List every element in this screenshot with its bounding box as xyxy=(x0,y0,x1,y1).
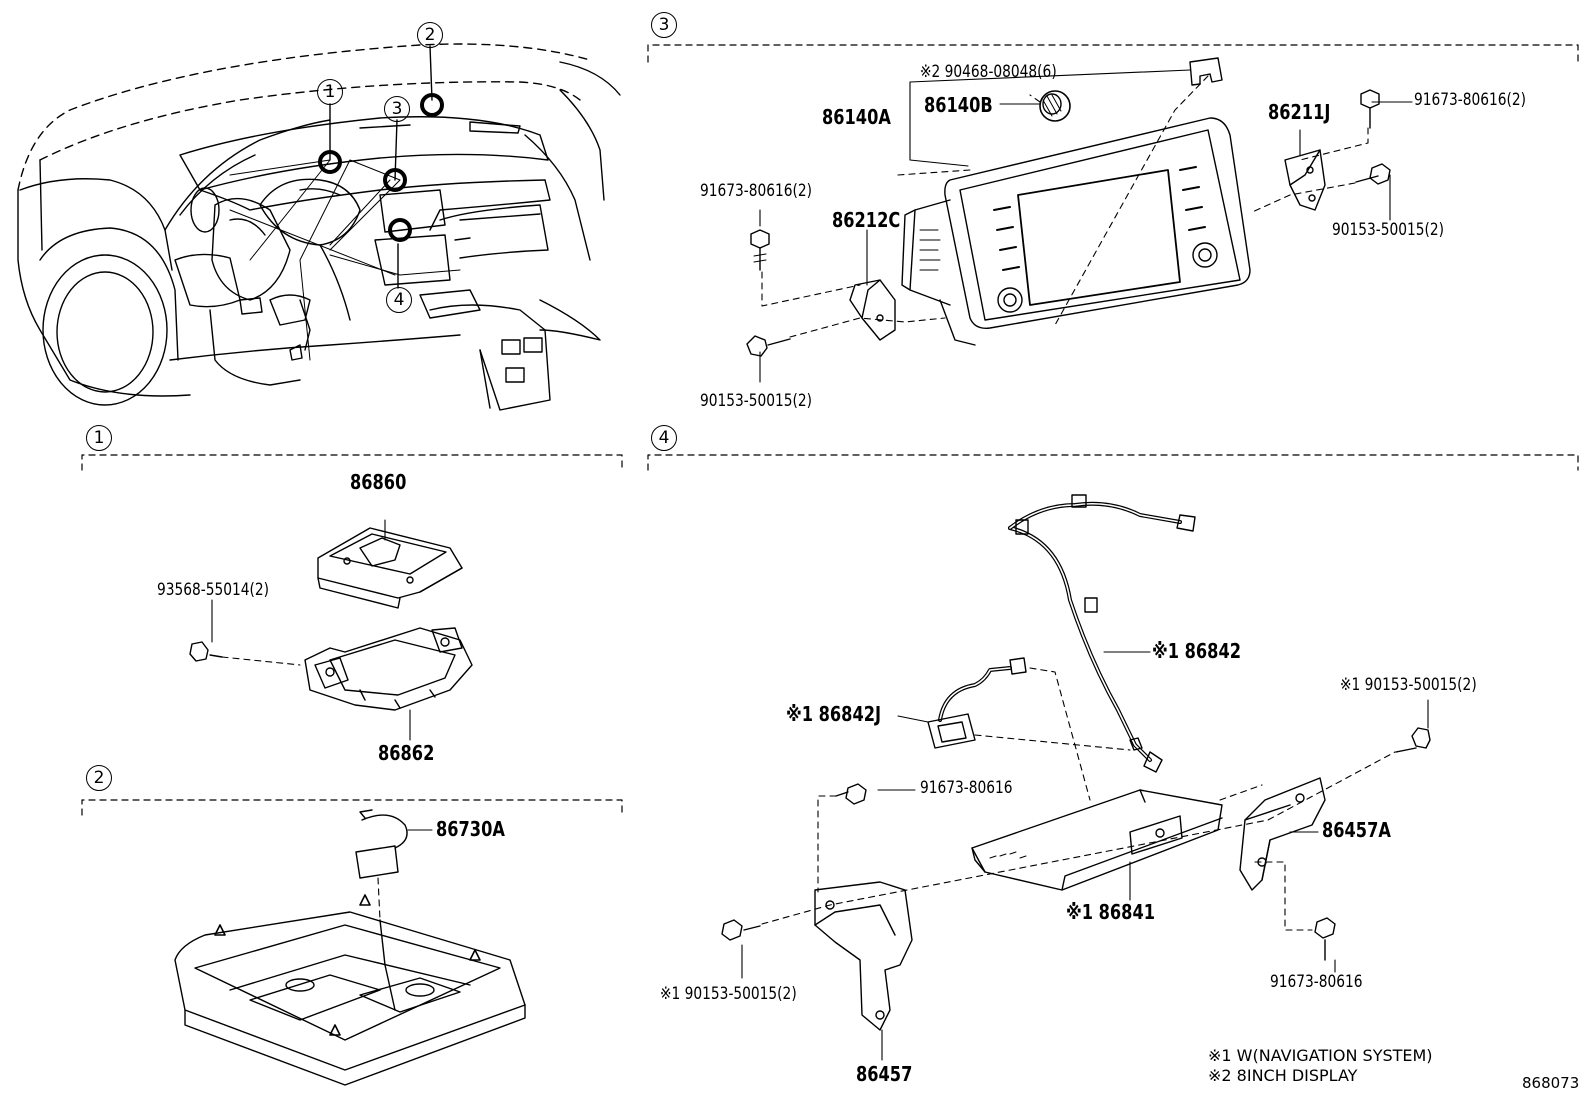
part-label-86730A: 86730A xyxy=(436,817,505,841)
figure-number: 868073 xyxy=(1522,1074,1580,1092)
section1-illustration xyxy=(189,519,473,741)
part-label-86841: ※1 86841 xyxy=(1066,900,1155,924)
part-label-86211J: 86211J xyxy=(1268,100,1331,124)
part-label-90153-50015-left: 90153-50015(2) xyxy=(700,391,813,411)
part-label-86212C: 86212C xyxy=(832,208,901,232)
part-label-86457A: 86457A xyxy=(1322,818,1391,842)
part-label-90153-50015-right: 90153-50015(2) xyxy=(1332,220,1445,240)
overview-callout-1: 1 xyxy=(317,79,343,105)
part-label-86842: ※1 86842 xyxy=(1152,639,1241,663)
part-label-93568-55014: 93568-55014(2) xyxy=(157,580,270,600)
overview-target-4 xyxy=(388,218,412,242)
overview-target-3 xyxy=(383,168,407,192)
section2-illustration xyxy=(174,809,526,1086)
vehicle-interior-illustration xyxy=(17,43,621,411)
part-label-86140A: 86140A xyxy=(822,105,891,129)
part-label-86842J: ※1 86842J xyxy=(786,702,882,726)
overview-target-2 xyxy=(420,93,444,117)
part-label-90153-50015-s4-left: ※1 90153-50015(2) xyxy=(660,984,797,1004)
section-marker-2: 2 xyxy=(86,765,112,791)
section-marker-1: 1 xyxy=(86,425,112,451)
part-label-91673-80616-left: 91673-80616(2) xyxy=(700,181,813,201)
overview-callout-4: 4 xyxy=(386,287,412,313)
part-label-91673-80616-s4-right: 91673-80616 xyxy=(1270,972,1363,992)
section-marker-4: 4 xyxy=(651,425,677,451)
overview-callout-2: 2 xyxy=(417,22,443,48)
part-label-86860: 86860 xyxy=(350,470,407,494)
section-brackets xyxy=(81,44,1579,816)
part-label-86457: 86457 xyxy=(856,1062,913,1086)
overview-target-1 xyxy=(318,150,342,174)
part-label-90468-08048: ※2 90468-08048(6) xyxy=(920,62,1057,82)
part-label-90153-50015-s4-right: ※1 90153-50015(2) xyxy=(1340,675,1477,695)
part-label-86862: 86862 xyxy=(378,741,435,765)
part-label-91673-80616-right: 91673-80616(2) xyxy=(1414,90,1527,110)
overview-callout-3: 3 xyxy=(384,96,410,122)
footnote-display: ※2 8INCH DISPLAY xyxy=(1208,1066,1358,1085)
section-marker-3: 3 xyxy=(651,12,677,38)
footnote-navigation: ※1 W(NAVIGATION SYSTEM) xyxy=(1208,1046,1433,1065)
part-label-86140B: 86140B xyxy=(924,93,993,117)
display-unit-illustration xyxy=(746,57,1413,383)
section4-illustration xyxy=(721,494,1431,1061)
part-label-91673-80616-s4-left: 91673-80616 xyxy=(920,778,1013,798)
